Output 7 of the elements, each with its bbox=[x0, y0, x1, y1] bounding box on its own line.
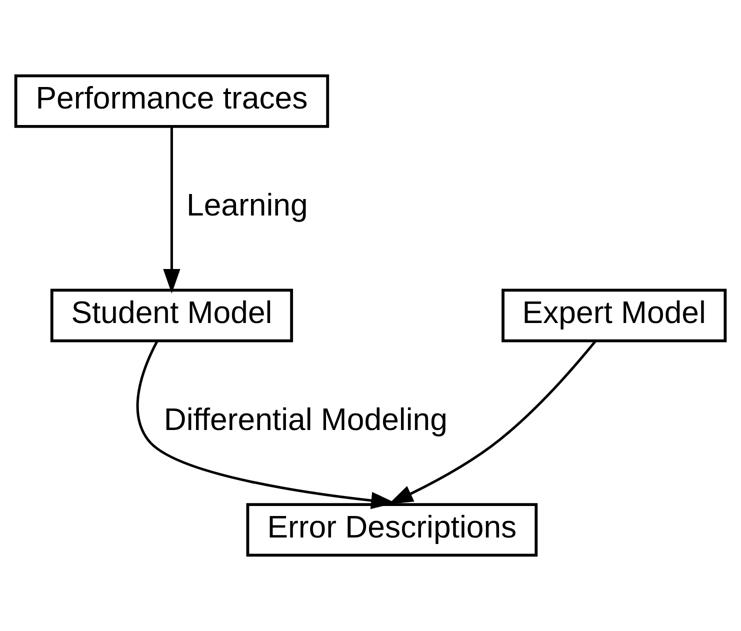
arrow bbox=[163, 127, 180, 294]
edge-label: Differential Modeling bbox=[164, 402, 448, 438]
node-box: Error Descriptions bbox=[246, 503, 538, 557]
node-box: Performance traces bbox=[14, 74, 330, 128]
node-box: Expert Model bbox=[502, 288, 727, 342]
edge-label: Learning bbox=[186, 188, 308, 223]
node-box: Student Model bbox=[50, 288, 294, 342]
